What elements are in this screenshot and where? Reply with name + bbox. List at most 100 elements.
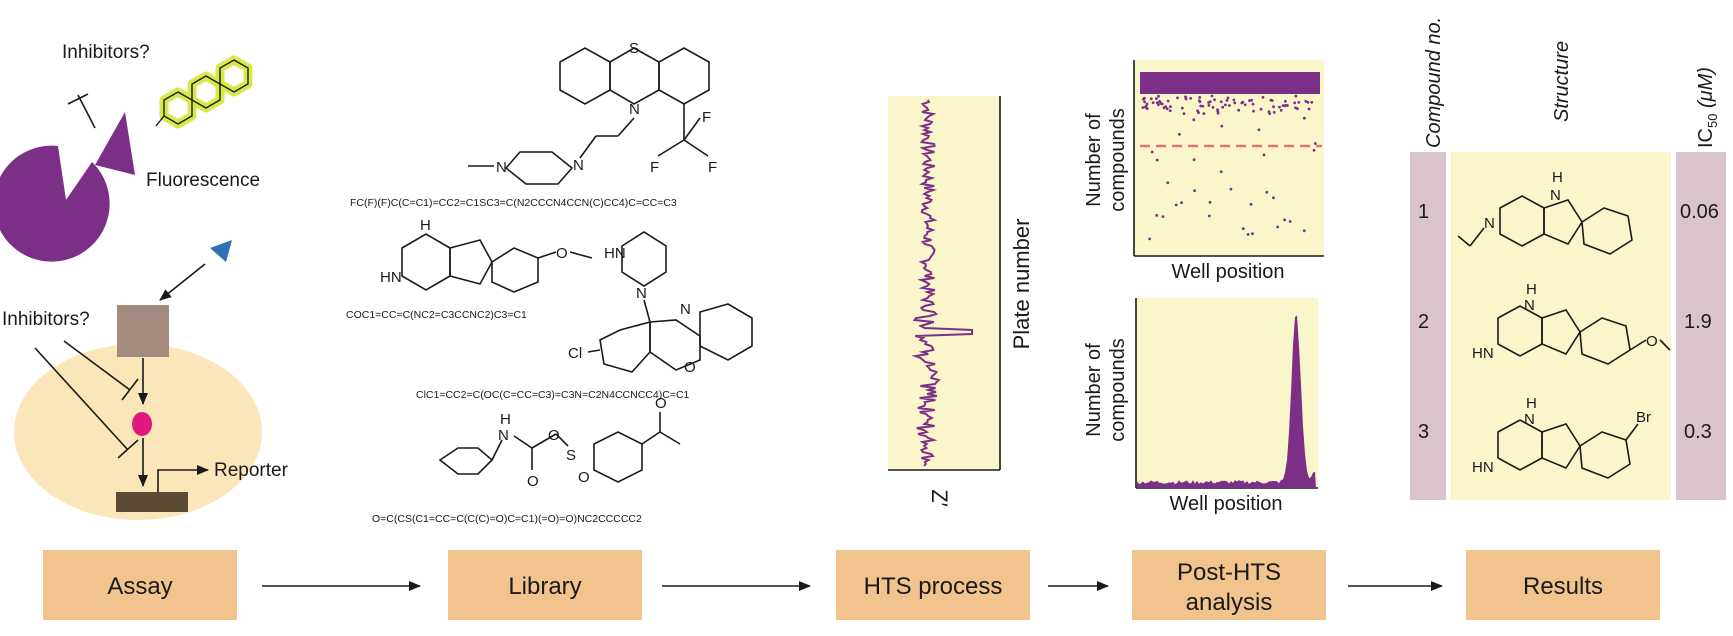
scatter-point [1155,97,1158,100]
fluorescence-label: Fluorescence [146,170,260,191]
scatter-point [1312,148,1316,152]
results-compound-column [1410,152,1446,500]
scatter-point [1166,99,1170,103]
results-row-2-no: 2 [1418,311,1429,333]
scatter-point [1279,108,1283,112]
scatter-point [1233,101,1237,105]
atom-label-s: S [629,40,639,57]
scatter-point [1161,215,1165,219]
smiles-3: ClC1=CC2=C(OC(C=CC=C3)=C3N=C2N4CCNCC4)C=… [416,389,690,401]
scatter-point [1165,107,1169,111]
scatter-point [1192,158,1196,162]
inhibition-bar-a [121,378,139,401]
reporter-label: Reporter [214,460,289,481]
atom-label-hn-3: HN [604,245,626,262]
scatter-point [1288,220,1292,223]
scatter-point [1284,99,1287,103]
scatter-point [1184,95,1187,99]
atom-label-n-3a: N [636,285,647,302]
atom-label-n3: N [496,159,507,176]
scatter-y-label-2: compounds [1107,108,1129,211]
signal-arrow [159,263,206,301]
scatter-point [1145,107,1149,111]
inhibition-line-top [77,94,96,129]
scatter-point [1160,102,1164,106]
results-row-3-no: 3 [1418,421,1429,443]
scatter-point [1199,104,1203,108]
histogram-y-label-2: compounds [1107,338,1129,441]
histogram-y-label-1: Number of [1083,343,1105,437]
scatter-point [1149,97,1153,101]
results-ic50-column [1676,152,1726,500]
molecule-2-structure: H HN O [380,217,593,293]
scatter-point [1251,232,1254,236]
pipeline-box-library [448,550,642,620]
atom-label-o-2: O [556,245,568,262]
results-structure-column [1451,152,1671,500]
scatter-point [1303,116,1306,120]
scatter-point [1307,107,1311,111]
scatter-point [1162,106,1166,110]
scatter-point [1297,101,1301,104]
atom-label-f2: F [708,159,717,176]
scatter-point [1201,104,1205,108]
atom-label-nh-2: H [420,217,431,234]
results-row-2-ic50: 1.9 [1684,311,1712,333]
scatter-point [1143,100,1146,104]
scatter-point [1283,218,1286,222]
scatter-point [1207,104,1211,107]
results-col-structure-header: Structure [1551,41,1573,122]
results-col-compound-header: Compound no. [1423,17,1445,148]
results-row-1-atom-n: N [1484,215,1495,232]
scatter-point [1174,203,1178,207]
atom-label-n-3b: N [680,301,691,318]
scatter-point [1168,109,1172,113]
inhibition-line-a [63,340,131,391]
scatter-point [1213,98,1216,102]
receptor-box [117,305,169,357]
scatter-point [1284,103,1288,107]
atom-label-f3: F [702,109,711,126]
scatter-point [1261,95,1265,99]
inhibition-bar-b [117,439,139,459]
pipeline-label-results: Results [1523,573,1603,600]
scatter-point [1216,108,1219,112]
scatter-point [1169,105,1172,108]
scatter-point [1198,100,1202,104]
results-row-3-structure: H N HN Br [1472,395,1651,479]
scatter-point [1141,106,1145,109]
signaling-molecule-dot [132,412,152,436]
pipeline-label-post-hts-1: Post-HTS [1177,559,1281,586]
scatter-point [1241,100,1245,104]
scatter-point [1272,105,1275,109]
scatter-x-label: Well position [1171,261,1284,283]
scatter-point [1294,106,1297,110]
pipeline-label-library: Library [508,573,581,600]
results-row-2-atom-hn: HN [1472,345,1494,362]
inhibitors-label-cell: Inhibitors? [2,309,90,330]
scatter-point [1219,100,1223,104]
ligand-triangle [95,112,135,175]
scatter-point [1220,124,1224,128]
results-row-1-structure: H N N [1457,169,1633,255]
scatter-point [1178,133,1181,136]
pipeline-label-assay: Assay [107,573,172,600]
scatter-point [1232,98,1236,102]
enzyme-pie-shape [0,145,110,262]
molecule-1-structure: S N N N F F F [468,40,717,185]
scatter-outlier-points [1141,94,1317,241]
scatter-point [1243,103,1247,107]
scatter-point [1237,108,1241,112]
scatter-point [1246,233,1250,236]
molecule-4-structure: H N O S O O O [438,395,681,490]
atom-label-o-4b: O [548,427,560,444]
atom-label-s-4: S [566,447,576,464]
scatter-point [1148,237,1151,241]
scatter-point [1262,153,1266,157]
scatter-point [1142,97,1145,101]
atom-label-cl-3: Cl [568,345,582,362]
results-row-2-atom-h: H [1526,281,1537,298]
atom-label-hn-2: HN [380,269,402,286]
anthracene-fluorophore-icon [155,55,253,129]
scatter-point [1145,102,1149,106]
